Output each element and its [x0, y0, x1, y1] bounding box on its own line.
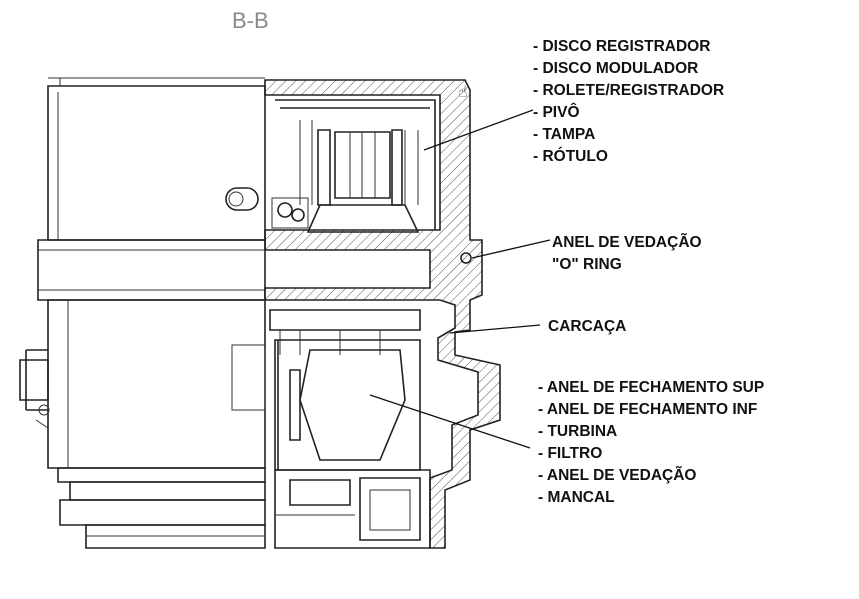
label-bottom-6: - MANCAL [538, 489, 615, 506]
label-bottom-2: - ANEL DE FECHAMENTO INF [538, 401, 757, 418]
meter-exterior-view [19, 77, 266, 549]
label-group-top: - DISCO REGISTRADOR - DISCO MODULADOR - … [533, 38, 724, 165]
label-top-5: - TAMPA [533, 126, 595, 143]
leader-lines [369, 109, 551, 449]
o-ring [460, 252, 472, 264]
label-top-4: - PIVÔ [533, 103, 580, 121]
label-top-2: - DISCO MODULADOR [533, 60, 698, 77]
label-carcaca: CARCAÇA [548, 318, 626, 335]
label-top-1: - DISCO REGISTRADOR [533, 38, 710, 55]
label-bottom-1: - ANEL DE FECHAMENTO SUP [538, 379, 764, 396]
label-bottom-5: - ANEL DE VEDAÇÃO [538, 466, 696, 484]
label-top-3: - ROLETE/REGISTRADOR [533, 82, 724, 99]
label-bottom-3: - TURBINA [538, 423, 617, 440]
label-top-6: - RÓTULO [533, 147, 608, 165]
hand-pointer-icon: ☝ [458, 84, 468, 101]
label-oring-1: ANEL DE VEDAÇÃO [552, 233, 702, 251]
meter-cross-section: ☝ [264, 79, 501, 549]
label-group-carcaca: CARCAÇA [548, 318, 626, 335]
section-title: B-B [232, 8, 269, 33]
housing-shell [264, 79, 501, 549]
label-group-oring: ANEL DE VEDAÇÃO "O" RING [552, 233, 702, 273]
label-bottom-4: - FILTRO [538, 445, 602, 462]
label-group-bottom: - ANEL DE FECHAMENTO SUP - ANEL DE FECHA… [538, 379, 764, 506]
label-oring-2: "O" RING [552, 256, 622, 273]
